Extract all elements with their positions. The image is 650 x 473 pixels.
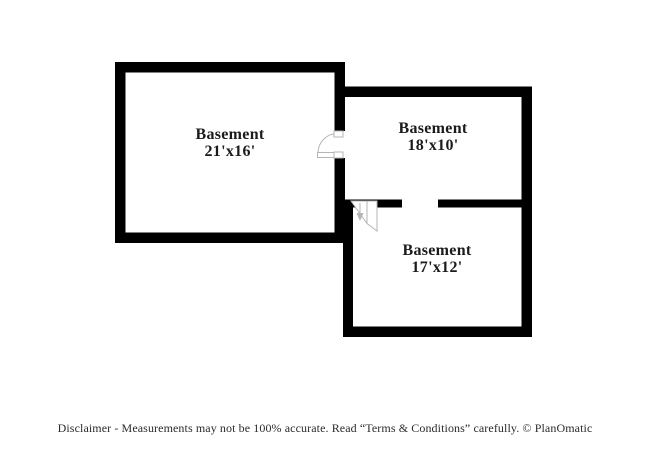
wall-segment <box>115 232 345 243</box>
wall-segment <box>115 62 126 243</box>
wall-segment <box>343 326 532 337</box>
stairs-outline <box>350 200 378 232</box>
door-jamb <box>333 130 344 138</box>
wall-segment <box>438 199 522 208</box>
wall-segment <box>115 62 345 73</box>
door-swing-icon <box>317 130 344 159</box>
wall-segment <box>343 199 353 337</box>
stairs-arrowhead <box>356 213 364 221</box>
disclaimer-text: Disclaimer - Measurements may not be 100… <box>57 421 593 435</box>
wall-segment <box>334 62 345 131</box>
wall-segment <box>345 86 532 97</box>
door-jamb <box>333 151 344 159</box>
wall-segment <box>334 158 345 243</box>
walls <box>115 62 532 337</box>
wall-segment <box>521 86 532 337</box>
stairs-icon <box>350 200 378 232</box>
